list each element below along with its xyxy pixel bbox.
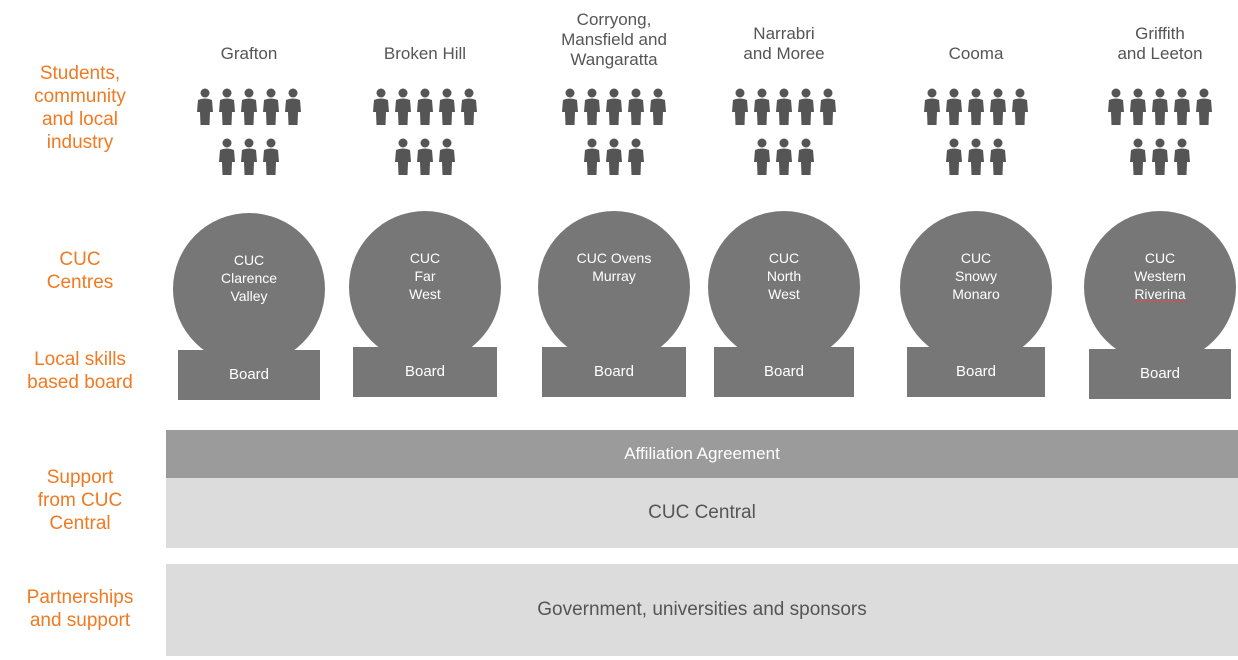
person-icon	[218, 138, 236, 181]
people-group	[345, 88, 505, 188]
person-icon	[989, 138, 1007, 181]
partners-bar: Government, universities and sponsors	[166, 564, 1238, 656]
centre-circle: CUC Clarence Valley	[173, 213, 325, 365]
centre-name: CUC Clarence Valley	[220, 252, 278, 304]
person-icon	[438, 138, 456, 181]
location-title: Corryong, Mansfield and Wangaratta	[561, 10, 667, 69]
board-box: Board	[353, 347, 497, 397]
person-icon	[240, 138, 258, 181]
row-label-centres: CUC Centres	[46, 249, 114, 293]
person-icon	[561, 88, 579, 131]
person-icon	[967, 88, 985, 131]
board-box: Board	[907, 347, 1045, 397]
board-box: Board	[1089, 349, 1231, 399]
person-icon	[218, 88, 236, 131]
person-icon	[967, 138, 985, 181]
person-icon	[416, 88, 434, 131]
person-icon	[583, 88, 601, 131]
centre-name: CUC Far West	[409, 250, 441, 302]
person-icon	[649, 88, 667, 131]
person-icon	[753, 88, 771, 131]
board-box: Board	[714, 347, 854, 397]
person-icon	[1151, 88, 1169, 131]
person-icon	[416, 138, 434, 181]
person-icon	[627, 88, 645, 131]
centre-name: CUC Western Riverina	[1134, 211, 1186, 303]
person-icon	[923, 88, 941, 131]
person-icon	[1011, 88, 1029, 131]
person-icon	[775, 88, 793, 131]
centre-name-lines: CUC Western	[1134, 250, 1186, 284]
row-label-support: Support from CUC Central	[37, 467, 123, 534]
centre-circle: CUC Ovens Murray	[538, 211, 690, 363]
person-icon	[460, 88, 478, 131]
person-icon	[1173, 138, 1191, 181]
people-group	[169, 88, 329, 188]
board-box: Board	[178, 350, 320, 400]
person-icon	[394, 138, 412, 181]
location-title: Griffith and Leeton	[1117, 24, 1203, 63]
people-group	[1080, 88, 1238, 188]
person-icon	[438, 88, 456, 131]
person-icon	[1173, 88, 1191, 131]
person-icon	[1129, 138, 1147, 181]
centre-circle: CUC Far West	[349, 211, 501, 363]
person-icon	[284, 88, 302, 131]
location-title: Narrabri and Moree	[743, 24, 825, 63]
location-title: Cooma	[948, 44, 1004, 63]
person-icon	[797, 138, 815, 181]
person-icon	[583, 138, 601, 181]
centre-circle: CUC Snowy Monaro	[900, 211, 1052, 363]
person-icon	[196, 88, 214, 131]
row-label-partnerships: Partnerships and support	[26, 587, 134, 631]
row-label-community: Students, community and local industry	[34, 63, 126, 153]
person-icon	[945, 88, 963, 131]
centre-circle: CUC North West	[708, 211, 860, 363]
centre-name: CUC Ovens Murray	[576, 250, 652, 284]
centre-name-last-line: Riverina	[1134, 286, 1186, 302]
person-icon	[945, 138, 963, 181]
board-box: Board	[542, 347, 686, 397]
person-icon	[262, 88, 280, 131]
person-icon	[819, 88, 837, 131]
person-icon	[1107, 88, 1125, 131]
centre-name: CUC Snowy Monaro	[952, 250, 1000, 302]
person-icon	[731, 88, 749, 131]
person-icon	[1129, 88, 1147, 131]
centre-circle: CUC Western Riverina	[1084, 211, 1236, 363]
person-icon	[605, 88, 623, 131]
people-group	[896, 88, 1056, 188]
person-icon	[372, 88, 390, 131]
people-group	[534, 88, 694, 188]
person-icon	[1151, 138, 1169, 181]
person-icon	[262, 138, 280, 181]
person-icon	[797, 88, 815, 131]
person-icon	[753, 138, 771, 181]
centre-name: CUC North West	[766, 250, 802, 302]
people-group	[704, 88, 864, 188]
person-icon	[1195, 88, 1213, 131]
person-icon	[240, 88, 258, 131]
location-title: Broken Hill	[383, 44, 467, 63]
location-title: Grafton	[220, 44, 278, 63]
cuc-central-bar: CUC Central	[166, 478, 1238, 548]
person-icon	[989, 88, 1007, 131]
row-label-board: Local skills based board	[27, 349, 133, 393]
person-icon	[627, 138, 645, 181]
affiliation-bar: Affiliation Agreement	[166, 430, 1238, 478]
person-icon	[605, 138, 623, 181]
person-icon	[394, 88, 412, 131]
person-icon	[775, 138, 793, 181]
